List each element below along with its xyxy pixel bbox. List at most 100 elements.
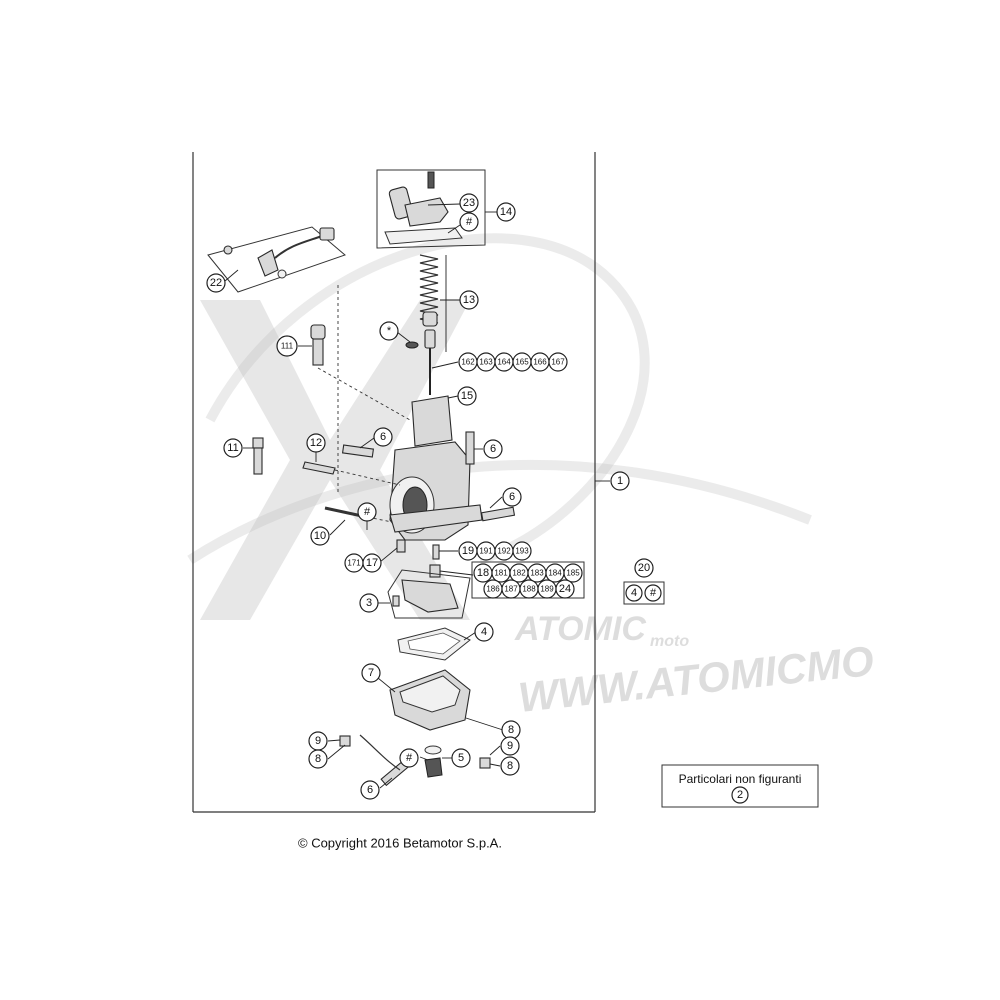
drain-screw-right [479, 757, 491, 769]
tps-connector [319, 227, 335, 241]
air-screw-spring [302, 461, 336, 475]
callout-24: 24 [555, 579, 575, 599]
svg-text:4: 4 [631, 587, 637, 599]
group-box-20 [623, 581, 665, 605]
top-cap-box [376, 169, 486, 249]
callout-164: 164 [494, 352, 514, 372]
slide-spring-coil [419, 254, 439, 324]
svg-text:6: 6 [490, 443, 496, 455]
choke-plunger [310, 324, 411, 421]
parts-not-shown-label: Particolari non figuranti [679, 772, 802, 786]
callout-171: 171 [344, 553, 364, 573]
svg-text:186: 186 [486, 585, 500, 594]
tps-body [257, 249, 279, 277]
svg-text:12: 12 [310, 437, 322, 449]
callout-hash-4: # [399, 748, 419, 768]
callout-166: 166 [530, 352, 550, 372]
parts-not-shown-ref: 2 [737, 789, 743, 801]
svg-text:#: # [364, 506, 371, 518]
choke-knob [310, 324, 326, 340]
leader-23 [427, 203, 461, 206]
choke-shaft [312, 338, 324, 366]
svg-text:181: 181 [494, 569, 508, 578]
top-cap-bolt [427, 171, 435, 189]
svg-text:165: 165 [515, 358, 529, 367]
leader-6a [359, 437, 375, 449]
leader-17 [379, 547, 398, 563]
svg-text:164: 164 [497, 358, 511, 367]
svg-text:1: 1 [617, 475, 623, 487]
svg-text:193: 193 [515, 547, 529, 556]
idle-screw-head [252, 437, 264, 449]
svg-text:8: 8 [508, 724, 514, 736]
watermark-brand: ATOMIC [514, 610, 646, 648]
svg-text:183: 183 [530, 569, 544, 578]
callout-4: 4 [474, 622, 494, 642]
leader-9b [489, 745, 501, 756]
leader-7 [377, 677, 396, 693]
leader-4 [463, 631, 477, 641]
needle-holder [424, 329, 436, 349]
leader-162 [431, 361, 459, 369]
air-screw [302, 461, 401, 486]
svg-text:7: 7 [368, 667, 374, 679]
svg-text:10: 10 [314, 530, 326, 542]
leader-hash1 [447, 224, 461, 234]
leader-18 [439, 570, 474, 576]
leader-9a [327, 739, 341, 742]
svg-text:188: 188 [522, 585, 536, 594]
leader-6c [489, 496, 503, 509]
svg-text:8: 8 [507, 760, 513, 772]
tps-o-ring [277, 269, 287, 279]
callout-hash-2: # [357, 502, 377, 522]
carb-body-flange [389, 504, 483, 533]
tps-wire [274, 235, 323, 259]
drain-hose [359, 734, 401, 771]
svg-text:6: 6 [509, 491, 515, 503]
svg-text:17: 17 [366, 557, 378, 569]
leader-10 [329, 519, 346, 536]
callout-185: 185 [563, 563, 583, 583]
float-bowl [389, 669, 471, 778]
svg-text:189: 189 [540, 585, 554, 594]
jet-19 [432, 544, 440, 560]
pilot-screw-dash [361, 515, 393, 523]
callout-165: 165 [512, 352, 532, 372]
callout-15: 15 [457, 386, 477, 406]
vent-hose-a [341, 444, 375, 458]
callout-19: 19 [458, 541, 478, 561]
float-assembly [387, 569, 471, 619]
callout-23: 23 [459, 193, 479, 213]
callout-8-c: 8 [500, 756, 520, 776]
float-pin [392, 595, 400, 607]
diagram-background [180, 152, 818, 846]
callout-111: 111 [276, 335, 298, 357]
svg-text:6: 6 [367, 784, 373, 796]
slide-spring [405, 254, 439, 395]
svg-text:#: # [650, 587, 657, 599]
float-bowl-plug [424, 757, 443, 778]
callout-7: 7 [361, 663, 381, 683]
watermark-swoosh [205, 233, 650, 565]
leader-8a [465, 717, 504, 731]
callout-hash-3: # [644, 584, 662, 602]
svg-text:#: # [466, 216, 473, 228]
tps-box [207, 226, 346, 293]
callout-17: 17 [362, 553, 382, 573]
svg-text:4: 4 [481, 626, 487, 638]
callout-star: * [379, 321, 399, 341]
leader-hash4 [419, 756, 429, 761]
svg-text:187: 187 [504, 585, 518, 594]
carburetor-body [389, 441, 483, 541]
callout-181: 181 [491, 563, 511, 583]
tps-screw [223, 245, 233, 255]
jet-18 [429, 564, 441, 578]
leader-8c [489, 763, 501, 767]
vent-hose-c [480, 506, 516, 522]
callout-184: 184 [545, 563, 565, 583]
callout-4-b: 4 [625, 584, 643, 602]
callout-163: 163 [476, 352, 496, 372]
callout-192: 192 [494, 541, 514, 561]
callout-8-b: 8 [308, 749, 328, 769]
